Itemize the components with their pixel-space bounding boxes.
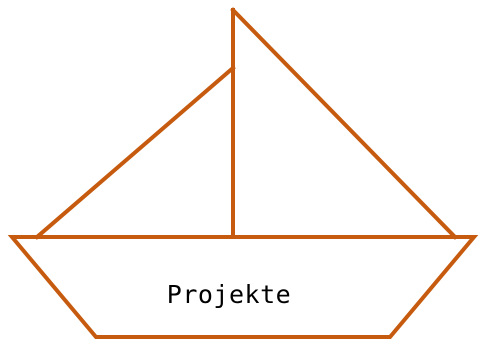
right-sail [233, 10, 455, 237]
boat-label: Projekte [167, 280, 291, 309]
left-sail [37, 68, 233, 237]
